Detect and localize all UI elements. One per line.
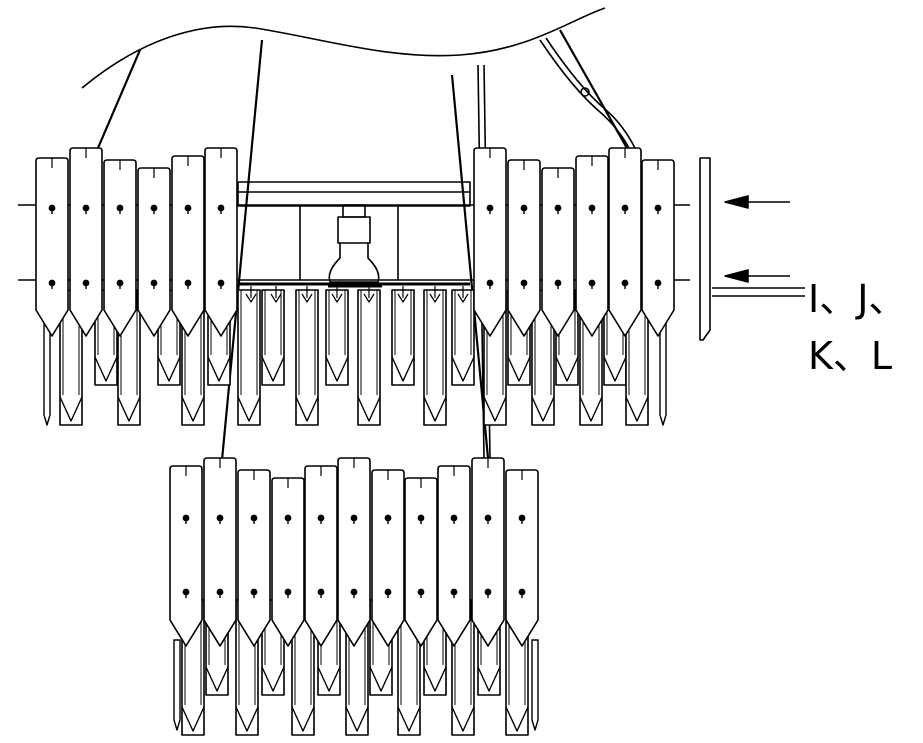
crystal-tall <box>371 469 405 647</box>
arrow-marker <box>457 286 469 303</box>
crystal-tall <box>304 465 338 647</box>
arrow-icon-upper <box>724 195 790 209</box>
arrow-marker <box>245 286 257 303</box>
crystal-prism <box>357 289 381 426</box>
crystal-tall <box>575 155 609 337</box>
crystal-tall <box>35 157 69 337</box>
arrow-marker <box>270 286 282 303</box>
crystal-tall <box>471 457 505 647</box>
crystal-prism <box>261 289 285 386</box>
arrow-marker <box>429 286 441 303</box>
arrow-icon-lower <box>724 269 790 283</box>
crystal-prisms <box>35 147 675 736</box>
crystal-tall <box>437 465 471 647</box>
crystal-tall <box>137 167 171 337</box>
crystal-needle <box>531 639 539 731</box>
crystal-tall <box>541 167 575 337</box>
crystal-tall <box>271 477 305 647</box>
crystal-needle <box>173 639 181 731</box>
callout-label-line-2: K、L <box>808 334 893 378</box>
arrow-marker <box>397 286 409 303</box>
crystal-prism <box>325 289 349 386</box>
crystal-tall <box>103 159 137 337</box>
crystal-tall <box>641 159 675 337</box>
crystal-tall <box>69 147 103 337</box>
callout-label-line-1: I、J、 <box>808 277 907 321</box>
crystal-tall <box>203 457 237 647</box>
crystal-tall <box>473 147 507 337</box>
crystal-tall <box>204 147 238 337</box>
crystal-prism <box>391 289 415 386</box>
arrow-marker <box>331 286 343 303</box>
arrow-marker <box>301 286 313 303</box>
crystal-prism <box>237 289 261 426</box>
crystal-prism <box>451 289 475 386</box>
arrow-marker <box>363 286 375 303</box>
center-frame <box>237 181 471 286</box>
ceiling-curve <box>81 7 606 89</box>
side-bracket <box>699 157 805 341</box>
crystal-prism <box>295 289 319 426</box>
crystal-tall <box>505 469 539 647</box>
crystal-tall <box>507 159 541 337</box>
crystal-tall <box>337 457 371 647</box>
bulb-socket <box>328 204 382 288</box>
crystal-tall <box>171 155 205 337</box>
crystal-prism <box>423 289 447 426</box>
crystal-tall <box>608 147 642 337</box>
crystal-tall <box>169 465 203 647</box>
crystal-tall <box>404 477 438 647</box>
crystal-tall <box>237 469 271 647</box>
